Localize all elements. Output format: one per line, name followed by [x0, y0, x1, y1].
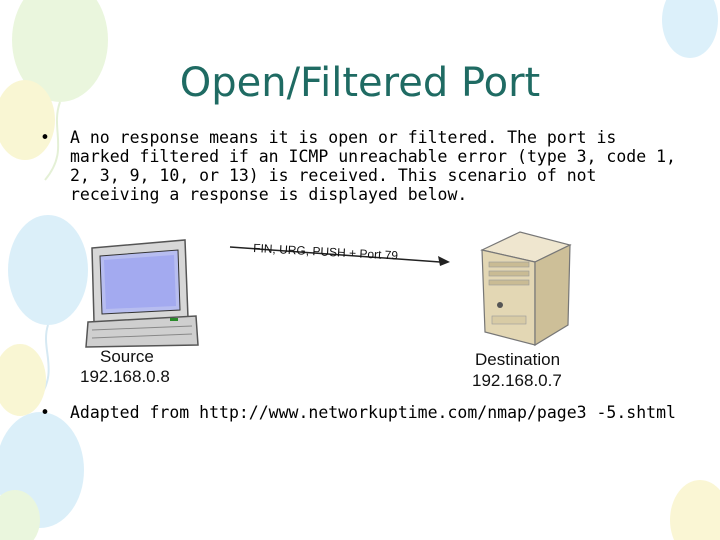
packet-arrow — [229, 246, 441, 263]
arrow-label: FIN, URG, PUSH + Port 79 — [253, 241, 399, 263]
balloon-icon — [662, 0, 718, 58]
destination-ip: 192.168.0.7 — [472, 371, 562, 390]
source-label: Source — [100, 347, 154, 366]
balloon-icon — [0, 80, 55, 160]
desktop-computer-icon — [85, 239, 199, 348]
bullet-item: • A no response means it is open or filt… — [40, 128, 680, 204]
bullet-marker: • — [40, 128, 50, 147]
slide-title: Open/Filtered Port — [179, 60, 541, 106]
server-tower-icon — [480, 231, 572, 347]
balloon-icon — [0, 344, 46, 416]
source-ip: 192.168.0.8 — [80, 367, 170, 386]
balloon-icon — [0, 490, 40, 540]
bullet-marker: • — [40, 403, 50, 422]
destination-label: Destination — [475, 350, 560, 369]
balloon-icon — [8, 215, 88, 325]
balloon-icon — [670, 480, 720, 540]
bullet-item: • Adapted from http://www.networkuptime.… — [40, 403, 680, 422]
bullet-text: Adapted from http://www.networkuptime.co… — [70, 403, 676, 422]
arrowhead-icon — [438, 256, 450, 266]
bullet-text: A no response means it is open or filter… — [70, 128, 676, 204]
balloon-icon — [12, 0, 108, 102]
